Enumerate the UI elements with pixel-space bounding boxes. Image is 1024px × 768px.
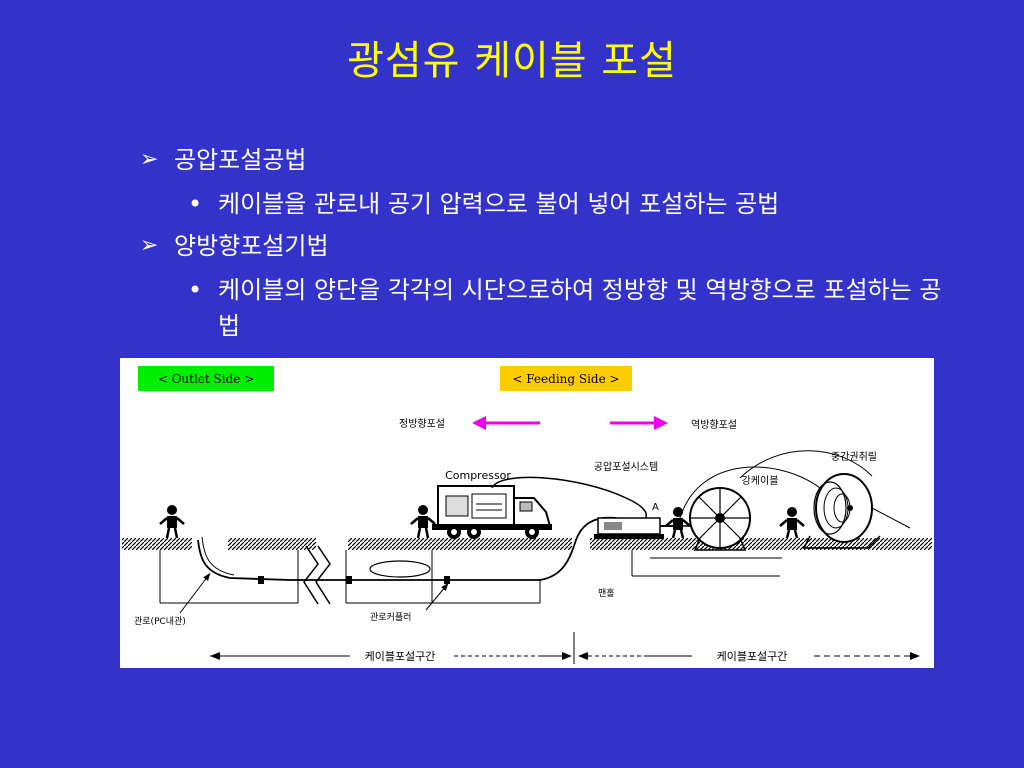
- pneumatic-system-label: 공압포설시스템: [594, 460, 658, 473]
- duct-pipe: [197, 539, 291, 581]
- bullet-2-heading: 양방향포설기법: [174, 232, 329, 260]
- slide-title: 광섬유 케이블 포설: [347, 38, 677, 84]
- pneumatic-machine-icon: [594, 517, 680, 539]
- feeding-side-box: [500, 366, 632, 391]
- intermediate-winch-icon: [802, 473, 881, 549]
- coupler-label: 관로커플러: [370, 612, 411, 623]
- bullet-2-sub-text: 케이블의 양단을 각각의 시단으로하여 정방향 및 역방향으로 포설하는 공법: [218, 276, 942, 340]
- diagram-svg: < Outlet Side > < Feeding Side > 정방향포설 역…: [122, 366, 932, 664]
- compressor-truck-icon: [432, 485, 552, 539]
- cable-drum-icon: [689, 487, 751, 551]
- bullet-2-sub: • 케이블의 양단을 각각의 시단으로하여 정방향 및 역방향으로 포설하는 공…: [140, 272, 960, 344]
- reverse-direction-label: 역방향포설: [691, 419, 737, 431]
- ground-surface: [590, 538, 932, 550]
- span-right-label: 케이블포설구간: [717, 650, 788, 663]
- duct-coupler: [258, 576, 264, 584]
- ground-surface: [228, 538, 316, 550]
- intermediate-winch-label: 중간권취릴: [831, 450, 877, 463]
- forward-direction-label: 정방향포설: [399, 418, 445, 430]
- worker-icon: [779, 507, 805, 539]
- break-symbol: [315, 545, 331, 605]
- cable-drum-label: 강케이블: [742, 475, 779, 487]
- span-arrow-icon: [210, 652, 220, 660]
- dot-bullet-icon: •: [188, 190, 203, 218]
- feeding-side-label: < Feeding Side >: [512, 372, 619, 386]
- worker-icon: [665, 507, 691, 539]
- worker-icon: [159, 505, 185, 539]
- arrow-bullet-icon: ➢: [140, 233, 159, 258]
- left-arrow-icon: [472, 416, 486, 430]
- guide-line: [679, 466, 821, 519]
- dot-bullet-icon: •: [188, 276, 203, 304]
- cable-laying-diagram: < Outlet Side > < Feeding Side > 정방향포설 역…: [120, 358, 934, 668]
- worker-icon: [410, 505, 436, 539]
- guide-line: [739, 450, 873, 479]
- cable-loop: [369, 560, 431, 578]
- span-arrow-icon: [578, 652, 588, 660]
- bullet-1-sub: • 케이블을 관로내 공기 압력으로 불어 넣어 포설하는 공법: [140, 186, 960, 222]
- span-arrow-icon: [562, 652, 572, 660]
- outlet-side-box: [138, 366, 274, 391]
- manhole-label: 맨홀: [598, 587, 615, 599]
- bullet-list: ➢ 공압포설공법 • 케이블을 관로내 공기 압력으로 불어 넣어 포설하는 공…: [140, 142, 960, 350]
- bullet-1-heading: 공압포설공법: [174, 146, 307, 174]
- ground-surface: [122, 538, 192, 550]
- bullet-2: ➢ 양방향포설기법: [140, 228, 960, 272]
- duct-label: 관로(PC내관): [134, 616, 186, 627]
- span-arrow-icon: [910, 652, 920, 660]
- break-symbol: [303, 545, 319, 605]
- duct-coupler: [444, 576, 450, 584]
- compressor-label: Compressor: [445, 469, 511, 482]
- point-a-label: A: [652, 502, 659, 513]
- duct-pipe-inner: [201, 536, 235, 576]
- right-arrow-icon: [654, 416, 668, 430]
- outlet-side-label: < Outlet Side >: [158, 372, 255, 386]
- bullet-1-sub-text: 케이블을 관로내 공기 압력으로 불어 넣어 포설하는 공법: [218, 190, 780, 218]
- arrow-bullet-icon: ➢: [140, 147, 159, 172]
- coupler-pointer: [425, 582, 449, 611]
- duct-coupler: [346, 576, 352, 584]
- winch-cable: [871, 507, 911, 529]
- span-left-label: 케이블포설구간: [365, 650, 436, 663]
- air-hose: [491, 476, 647, 521]
- ground-surface: [410, 538, 572, 550]
- duct-pointer: [179, 572, 211, 614]
- bullet-1: ➢ 공압포설공법: [140, 142, 960, 186]
